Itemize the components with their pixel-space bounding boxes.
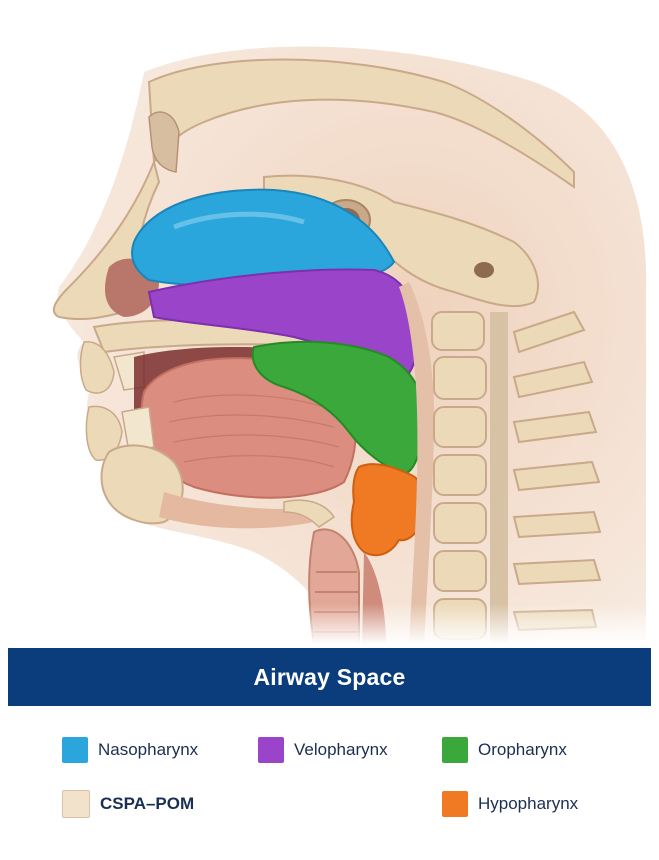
legend: Nasopharynx Velopharynx Oropharynx CSPA–… xyxy=(0,706,659,860)
legend-item-cspa-pom: CSPA–POM xyxy=(62,788,194,820)
velopharynx-swatch xyxy=(258,737,284,763)
legend-item-hypopharynx: Hypopharynx xyxy=(442,788,578,820)
vertebra-c3 xyxy=(434,407,486,447)
nasopharynx-swatch xyxy=(62,737,88,763)
hypopharynx-swatch xyxy=(442,791,468,817)
legend-label-cspa-pom: CSPA–POM xyxy=(100,794,194,814)
vertebra-c2 xyxy=(434,357,486,399)
figure-title: Airway Space xyxy=(254,664,406,691)
legend-item-oropharynx: Oropharynx xyxy=(442,734,567,766)
legend-label-nasopharynx: Nasopharynx xyxy=(98,740,198,760)
oropharynx-swatch xyxy=(442,737,468,763)
bottom-fade xyxy=(14,482,646,644)
legend-label-hypopharynx: Hypopharynx xyxy=(478,794,578,814)
legend-item-nasopharynx: Nasopharynx xyxy=(62,734,198,766)
cspa-pom-swatch xyxy=(62,790,90,818)
head-sagittal-illustration xyxy=(14,12,646,644)
legend-label-oropharynx: Oropharynx xyxy=(478,740,567,760)
title-band: Airway Space xyxy=(8,648,651,706)
legend-label-velopharynx: Velopharynx xyxy=(294,740,388,760)
legend-item-velopharynx: Velopharynx xyxy=(258,734,388,766)
vertebra-c1 xyxy=(432,312,484,350)
ear-canal xyxy=(474,262,494,278)
